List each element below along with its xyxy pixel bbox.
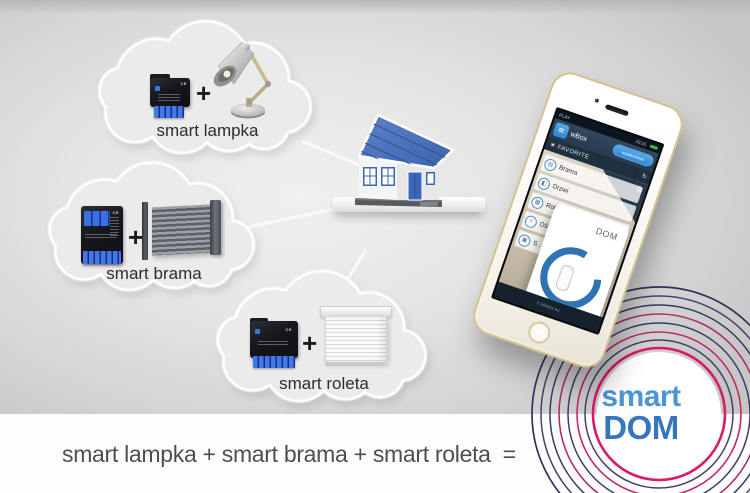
logo-line1: smart [601, 380, 681, 413]
dom-card: DOM [510, 202, 631, 318]
cloud-smart-lampka: CE + sm [100, 22, 315, 160]
cloud-smart-brama: CE + smart brama [50, 162, 258, 298]
device-row-label: Drzwi [551, 183, 570, 195]
desk-lamp-illustration [213, 41, 271, 119]
front-camera [594, 98, 600, 104]
cloud-label: smart brama [106, 264, 202, 283]
plus-sign: + [196, 78, 212, 108]
ce-marking: CE [285, 327, 292, 332]
roller-shutter-illustration [320, 300, 392, 370]
ce-marking: CE [180, 81, 187, 86]
app-content: ⚙ ▤ Brama ◧ Drzwi ▦ Roleta w… [498, 149, 649, 318]
logo-line2: DOM [603, 408, 679, 446]
menu-button[interactable]: ≡ [552, 121, 571, 140]
star-icon: ★ [548, 140, 557, 150]
terminal-block [83, 251, 121, 264]
cloud-label: smart roleta [279, 374, 369, 393]
equation-text: smart lampka + smart brama + smart rolet… [62, 441, 516, 468]
device-icon: ▣ [516, 232, 533, 248]
device-icon: ▦ [529, 194, 546, 210]
cloud-smart-roleta: CE + smart roleta [218, 270, 430, 410]
dial-ring [540, 247, 602, 309]
phone-screen: PLAY 10:15 ≡ wBox wydarzenia ★ FAVORITE … [490, 106, 665, 336]
equation-left: smart lampka + smart brama + smart rolet… [62, 441, 491, 467]
app-title: wBox [569, 130, 588, 143]
dimmer-module-illustration: CE [150, 74, 190, 118]
battery-icon [649, 144, 659, 151]
device-icon: ▤ [542, 156, 559, 173]
roller-controller-illustration: CE [250, 318, 298, 368]
equals-sign: = [502, 441, 516, 467]
device-icon: ☼ [523, 213, 539, 229]
terminal-block [154, 106, 184, 118]
earpiece [604, 103, 630, 116]
device-logo-dot [155, 86, 160, 91]
smart-dom-wordmark: smart DOM [575, 380, 707, 446]
smart-dom-logo [531, 286, 750, 493]
device-logo-dot [255, 329, 260, 334]
house-illustration [355, 113, 455, 207]
ce-marking: CE [112, 210, 119, 215]
tab-divider [632, 169, 637, 178]
smartphone: PLAY 10:15 ≡ wBox wydarzenia ★ FAVORITE … [467, 67, 689, 373]
home-button[interactable] [525, 318, 554, 347]
device-row-label: Brama [557, 164, 579, 178]
plus-sign: + [302, 328, 318, 358]
refresh-icon[interactable]: ↻ [640, 172, 648, 181]
cloud-label: smart lampka [156, 121, 259, 140]
sliding-gate-illustration [140, 200, 224, 262]
top-shadow-strip [0, 0, 750, 14]
plus-sign: + [128, 222, 144, 252]
terminal-block [253, 356, 295, 368]
dom-card-title: DOM [594, 225, 619, 243]
gate-controller-illustration: CE [81, 206, 123, 264]
terminal-block [84, 211, 110, 226]
device-icon: ◧ [536, 175, 552, 192]
